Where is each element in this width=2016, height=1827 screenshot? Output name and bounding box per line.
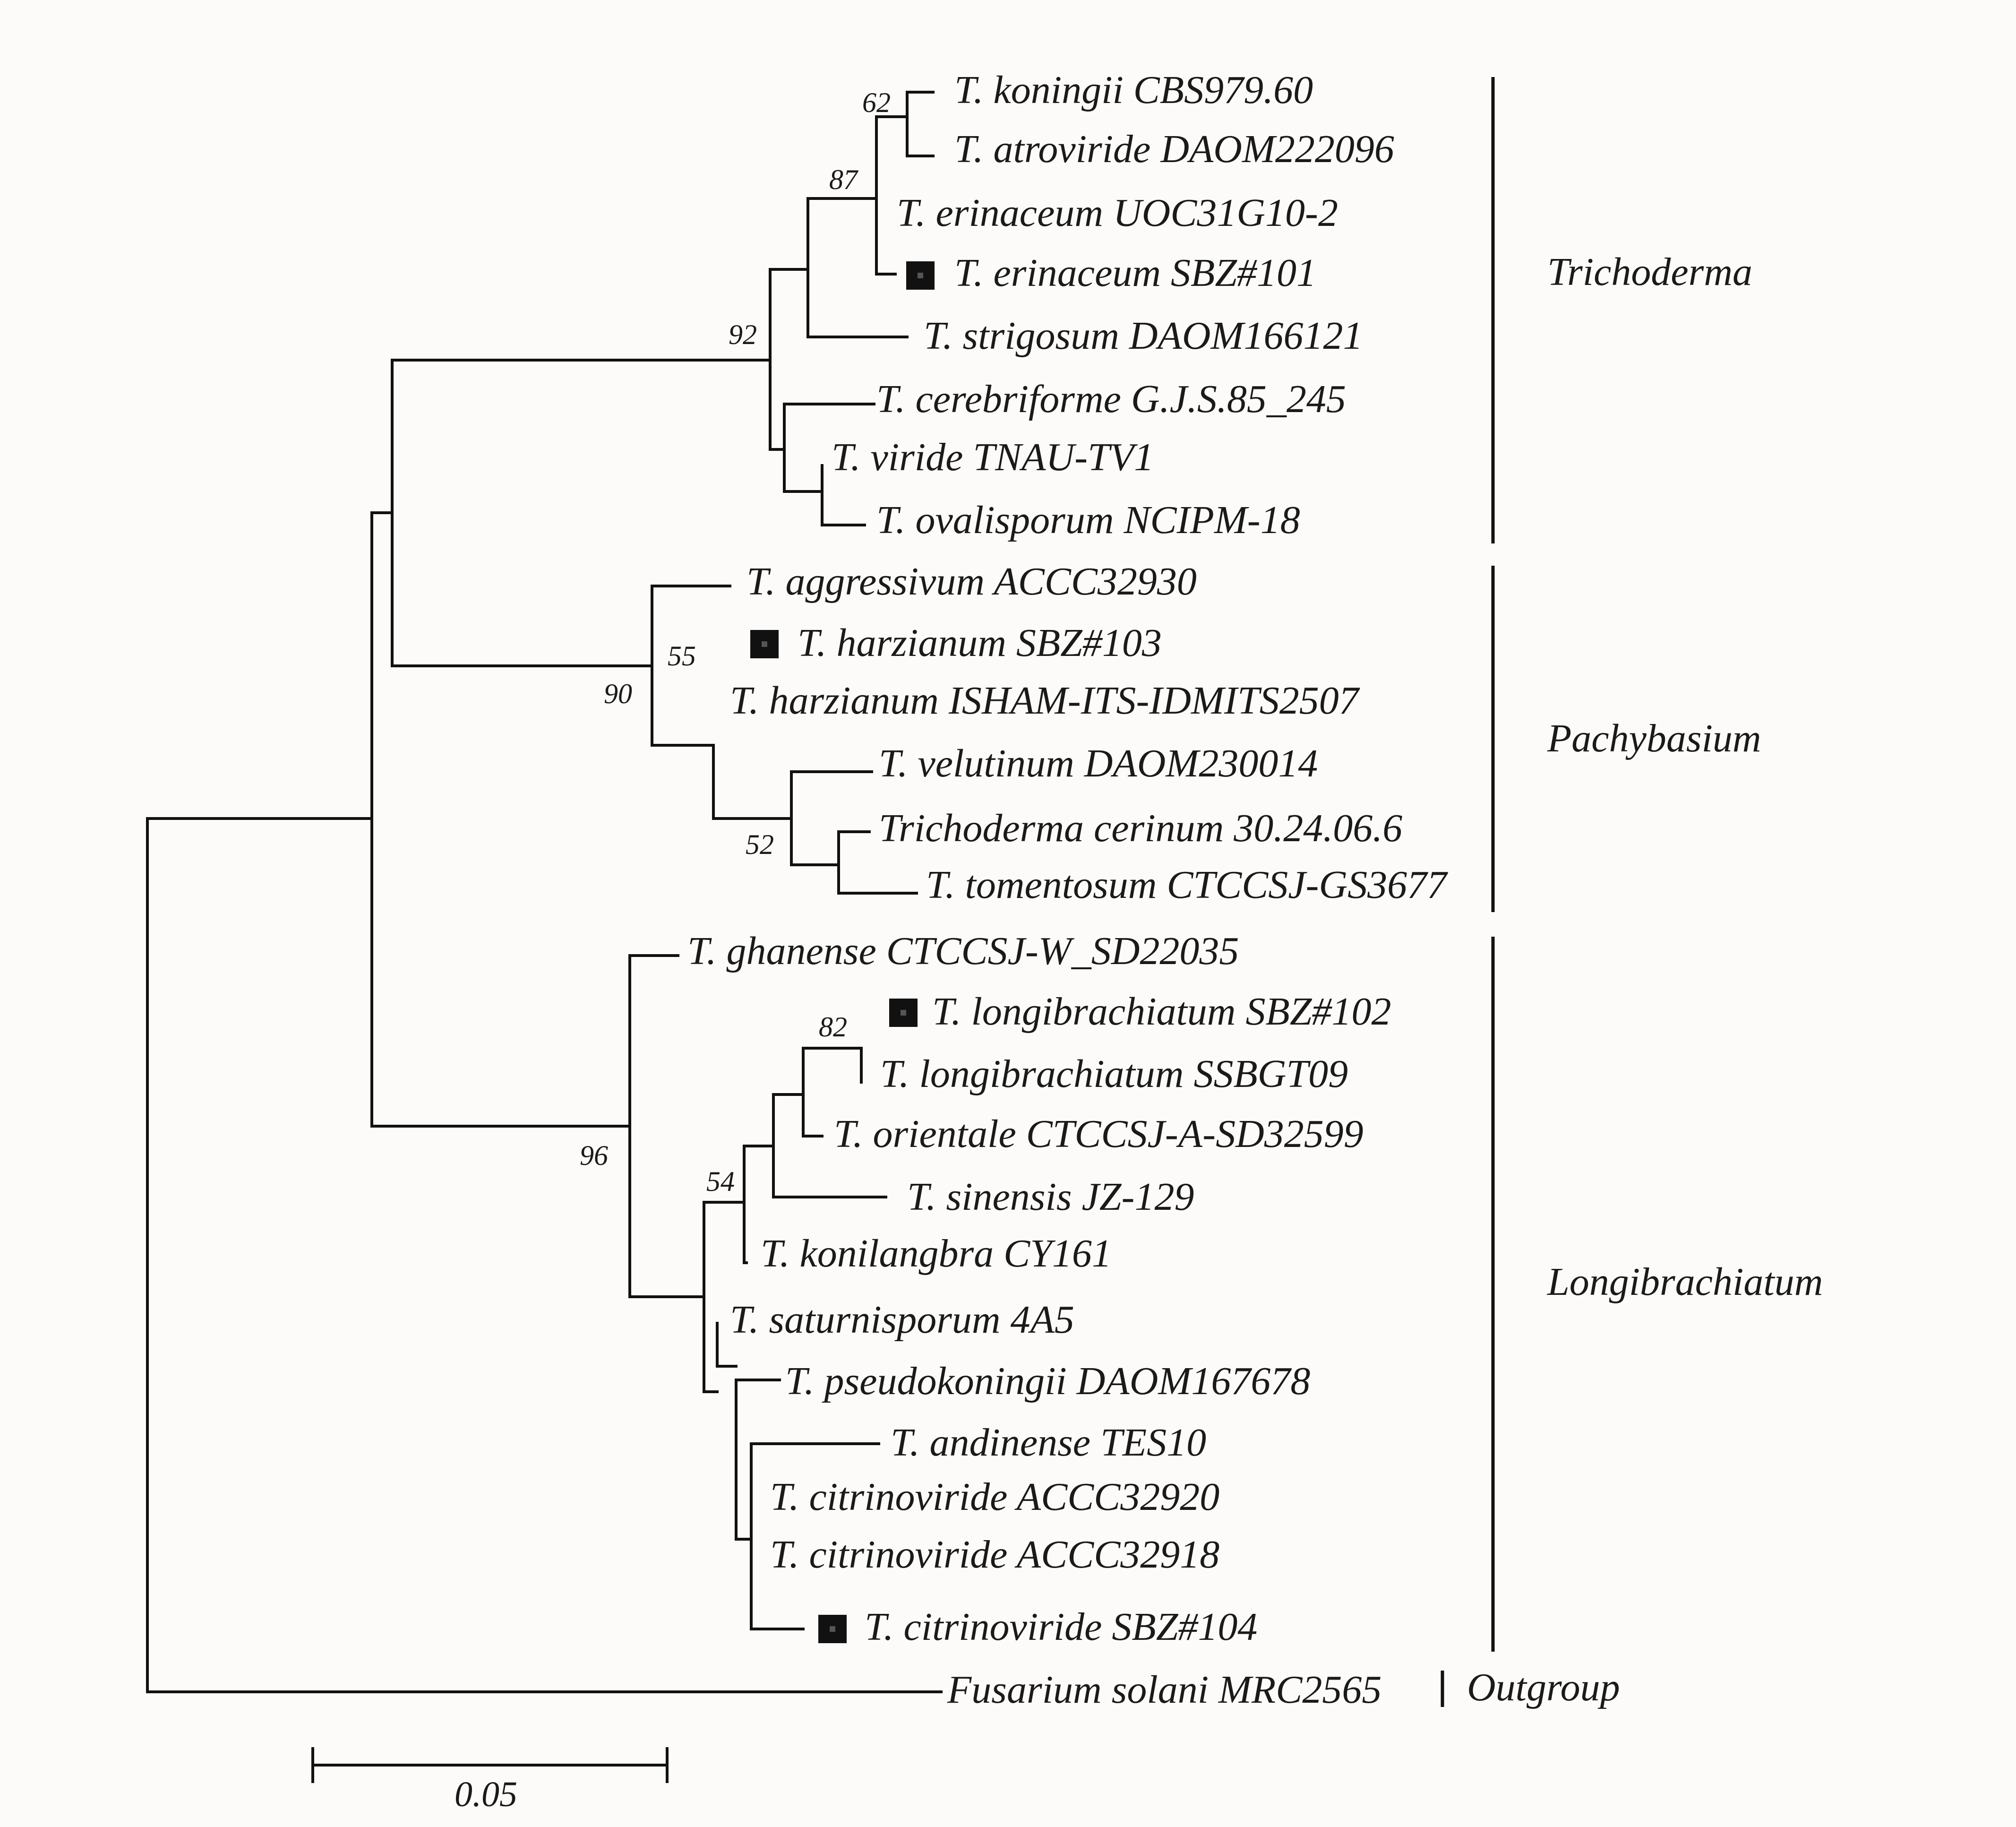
- marker-square-icon: [750, 630, 779, 658]
- isolate-markers: [750, 261, 935, 1643]
- bootstrap-values: 62 87 92 55 90 52 82 54 96: [580, 87, 891, 1197]
- branch-node-54: [743, 1145, 748, 1264]
- branch-ingroup-backbone: [370, 511, 631, 1128]
- tip-labels: T. koningii CBS979.60 T. atroviride DAOM…: [687, 68, 1448, 1712]
- branch-node-87: [806, 197, 909, 338]
- branch-node-sinensis: [743, 1093, 887, 1198]
- taxon-label: T. velutinum DAOM230014: [879, 741, 1318, 785]
- taxon-label: T. viride TNAU-TV1: [832, 435, 1154, 479]
- taxon-label: T. koningii CBS979.60: [954, 68, 1313, 112]
- branch-node-koningii: [906, 91, 935, 157]
- taxon-label: T. harzianum SBZ#103: [798, 621, 1162, 665]
- scale-bar-line: [311, 1747, 669, 1783]
- bootstrap-value: 87: [829, 164, 859, 195]
- taxon-label: T. tomentosum CTCCSJ-GS3677: [926, 863, 1448, 907]
- taxon-label: T. citrinoviride ACCC32918: [770, 1533, 1219, 1577]
- branch-node-andinense: [750, 1442, 880, 1630]
- branch-node-cerebriforme: [783, 403, 875, 493]
- taxon-label: T. konilangbra CY161: [761, 1232, 1112, 1275]
- branch-pachybasium-node: [651, 585, 731, 747]
- branch-trichoderma-node: [769, 268, 809, 451]
- taxon-label: T. atroviride DAOM222096: [954, 127, 1394, 171]
- taxon-label: T. citrinoviride SBZ#104: [865, 1605, 1257, 1649]
- clade-annotations: Trichoderma Pachybasium Longibrachiatum …: [1441, 77, 1823, 1709]
- taxon-label: T. longibrachiatum SBZ#102: [932, 990, 1391, 1034]
- bootstrap-value: 90: [604, 678, 632, 709]
- taxon-label: T. ovalisporum NCIPM-18: [876, 498, 1300, 542]
- scale-bar-label: 0.05: [455, 1775, 517, 1814]
- branch-root: [146, 817, 943, 1693]
- taxon-label: T. ghanense CTCCSJ-W_SD22035: [687, 929, 1239, 973]
- branch-node-82: [802, 1047, 863, 1138]
- marker-square-icon: [906, 261, 935, 290]
- bootstrap-value: 52: [746, 829, 774, 860]
- taxon-label: T. erinaceum UOC31G10-2: [897, 191, 1338, 235]
- bootstrap-value: 96: [580, 1140, 608, 1171]
- taxon-label: T. harzianum ISHAM-ITS-IDMITS2507: [730, 679, 1360, 723]
- clade-label-longibrachiatum: Longibrachiatum: [1547, 1260, 1823, 1304]
- bootstrap-value: 55: [668, 640, 696, 672]
- scale-bar: 0.05: [311, 1747, 669, 1814]
- branch-node-62: [875, 115, 909, 276]
- bootstrap-value: 82: [819, 1011, 847, 1043]
- marker-square-icon: [889, 999, 918, 1027]
- taxon-label: Trichoderma cerinum 30.24.06.6: [879, 806, 1402, 850]
- bootstrap-value: 62: [862, 87, 891, 118]
- branch-node-harzianum: [712, 744, 793, 820]
- taxon-label: T. aggressivum ACCC32930: [746, 560, 1197, 603]
- taxon-label: T. pseudokoningii DAOM167678: [785, 1359, 1310, 1403]
- taxon-label: T. longibrachiatum SSBGT09: [880, 1052, 1348, 1096]
- branch-node-pseudokoningii: [735, 1379, 781, 1541]
- branch-node-cerinum: [837, 830, 918, 895]
- branch-node-viride: [821, 464, 866, 526]
- taxon-label: T. saturnisporum 4A5: [730, 1298, 1074, 1342]
- clade-label-outgroup: Outgroup: [1467, 1665, 1620, 1709]
- bootstrap-value: 92: [729, 319, 757, 350]
- taxon-label: T. andinense TES10: [891, 1421, 1206, 1465]
- bootstrap-value: 54: [706, 1166, 735, 1197]
- taxon-label: T. cerebriforme G.J.S.85_245: [876, 377, 1346, 421]
- branch-node-citrinoviride: [716, 1322, 738, 1368]
- taxon-label: T. citrinoviride ACCC32920: [770, 1475, 1219, 1519]
- taxon-label: Fusarium solani MRC2565: [947, 1668, 1381, 1712]
- taxon-label: T. orientale CTCCSJ-A-SD32599: [834, 1112, 1364, 1156]
- taxon-label: T. strigosum DAOM166121: [924, 314, 1363, 358]
- clade-label-pachybasium: Pachybasium: [1547, 716, 1761, 760]
- clade-label-trichoderma: Trichoderma: [1547, 250, 1752, 294]
- branch-upper-node: [391, 359, 772, 667]
- branch-node-low: [703, 1201, 746, 1393]
- branch-longibrachiatum-node: [628, 954, 705, 1298]
- tree-branches: [146, 91, 943, 1693]
- marker-square-icon: [818, 1615, 847, 1643]
- branch-node-52: [790, 770, 873, 866]
- taxon-label: T. erinaceum SBZ#101: [954, 251, 1316, 295]
- taxon-label: T. sinensis JZ-129: [907, 1175, 1194, 1219]
